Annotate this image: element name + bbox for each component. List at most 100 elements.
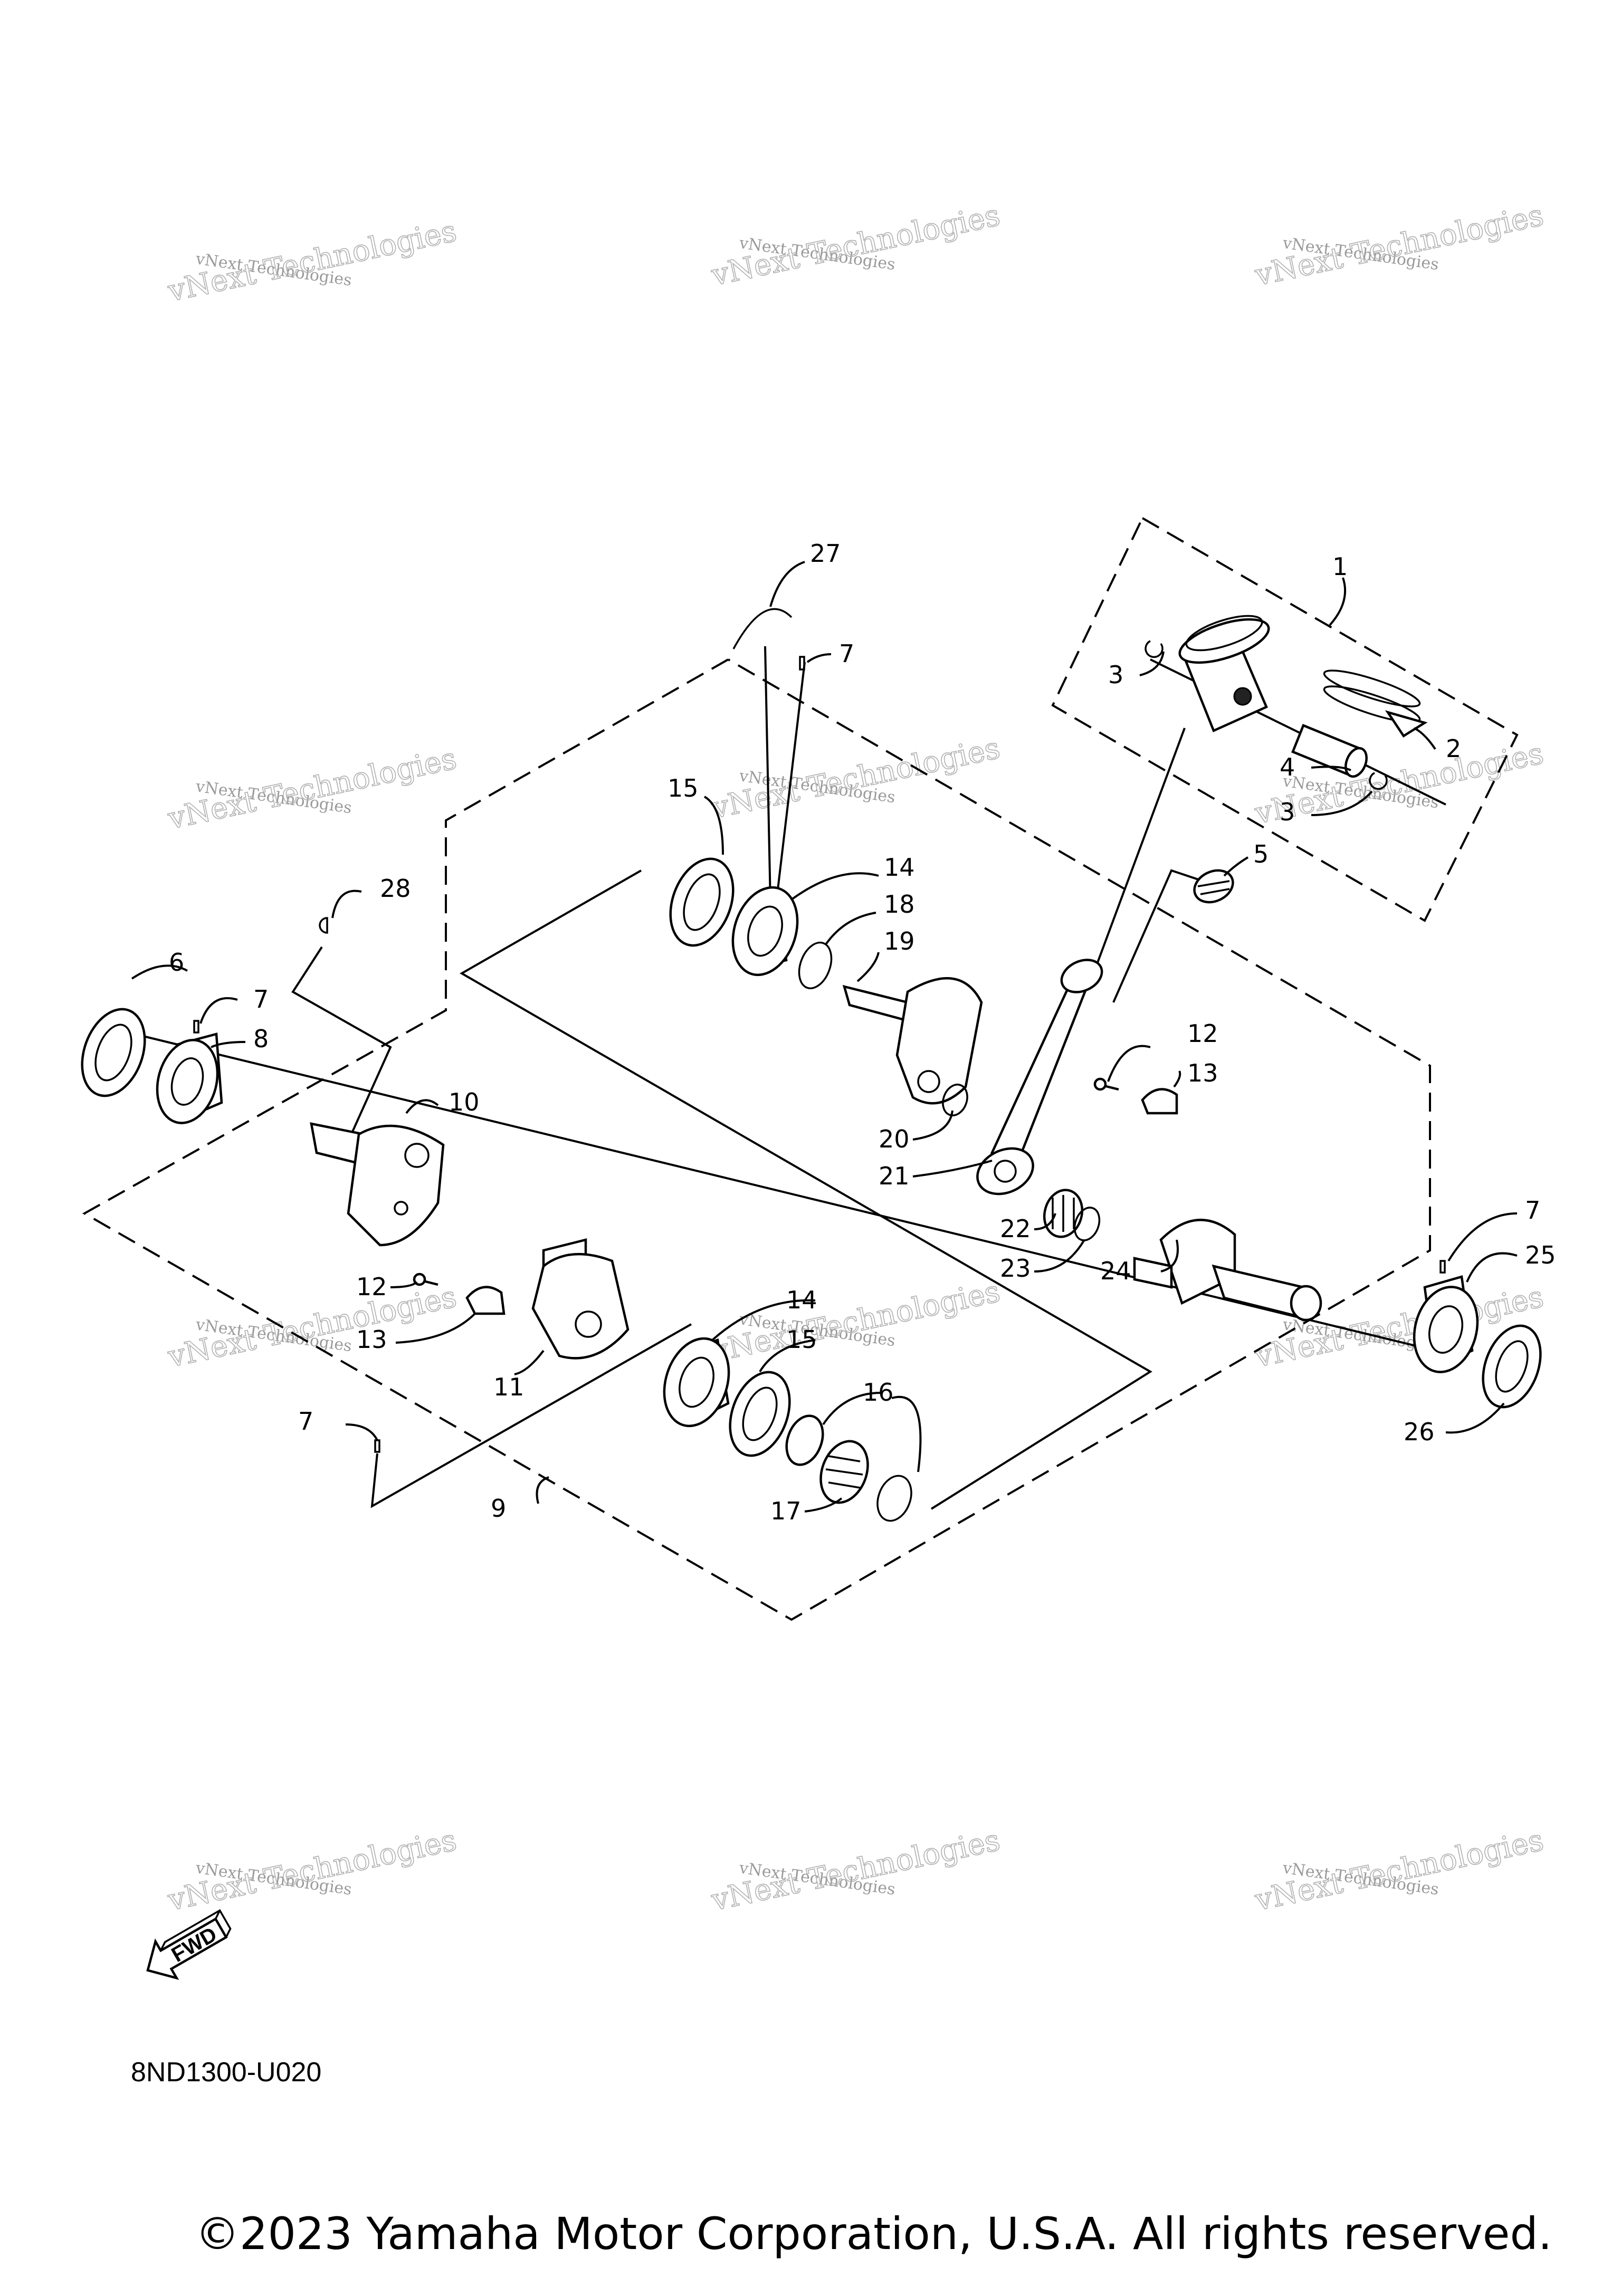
crankshaft-subassembly-outline <box>459 869 1152 1510</box>
callout-6: 6 <box>169 948 184 977</box>
circlip-27-leader <box>764 646 771 903</box>
callout-27: 27 <box>810 539 841 568</box>
callout-1: 1 <box>1332 552 1348 581</box>
bearing-right <box>1413 1275 1479 1373</box>
gear-17 <box>819 1440 869 1504</box>
callout-14-bottom: 14 <box>786 1286 817 1314</box>
callout-13-left: 13 <box>356 1325 387 1354</box>
key-28-leader <box>291 946 392 1153</box>
crank-half-right-upper <box>842 977 983 1105</box>
pin-bottom <box>374 1439 380 1453</box>
piston <box>1178 615 1270 733</box>
piston-pin <box>1291 724 1368 778</box>
watermark: vNext Technologies vNext Technologies <box>708 1274 1003 1370</box>
callout-11: 11 <box>493 1373 525 1401</box>
fwd-arrow-icon: FWD <box>146 1909 232 1980</box>
collar-16 <box>785 1414 824 1466</box>
piston-kit-outline <box>1051 516 1519 922</box>
connecting-rod-line <box>1089 728 1186 984</box>
callout-21: 21 <box>879 1162 910 1190</box>
callout-12-right: 12 <box>1187 1019 1218 1048</box>
callout-10: 10 <box>449 1088 480 1116</box>
crank-half-right-lower <box>1133 1219 1322 1322</box>
pin-7-top-leader <box>775 662 806 908</box>
washer-20 <box>942 1084 968 1116</box>
watermark: vNext Technologies vNext Technologies <box>708 1823 1003 1918</box>
crank-half-left-upper <box>310 1122 445 1247</box>
watermark: vNext Technologies vNext Technologies <box>708 731 1003 826</box>
watermark: vNext Technologies vNext Technologies <box>164 1823 460 1918</box>
callout-3-top: 3 <box>1108 661 1123 689</box>
callout-15-top: 15 <box>668 774 699 802</box>
crank-axis-line <box>134 1033 1436 1352</box>
watermarks: vNext Technologies vNext Technologies vN… <box>164 198 1547 1918</box>
callout-23: 23 <box>1000 1254 1031 1283</box>
callout-14-top: 14 <box>884 853 915 882</box>
o-ring-18 <box>798 941 833 990</box>
callout-3-bottom: 3 <box>1280 798 1295 826</box>
callout-4: 4 <box>1280 753 1295 781</box>
callout-24: 24 <box>1100 1257 1131 1285</box>
piston-rings <box>1323 669 1428 738</box>
weight-left <box>465 1286 506 1315</box>
callout-7-right: 7 <box>1525 1196 1540 1224</box>
oil-seal-right <box>1482 1324 1542 1409</box>
pin-right <box>1439 1260 1446 1274</box>
callout-2: 2 <box>1446 734 1461 763</box>
callout-18: 18 <box>884 890 915 919</box>
callout-17: 17 <box>770 1497 802 1525</box>
fwd-label: FWD <box>168 1922 221 1967</box>
callout-26: 26 <box>1404 1418 1435 1446</box>
leader-lines <box>134 646 1446 1510</box>
piston-pin-clips <box>1145 640 1388 790</box>
callout-15-bottom: 15 <box>786 1325 817 1354</box>
copyright-notice: ©2023 Yamaha Motor Corporation, U.S.A. A… <box>195 2208 1552 2260</box>
callout-9: 9 <box>491 1494 506 1523</box>
big-end-bearing <box>1043 1189 1084 1238</box>
screw-right <box>1093 1077 1119 1091</box>
pin-left <box>193 1020 199 1034</box>
callout-7-bottom: 7 <box>298 1407 313 1436</box>
washer-23 <box>1073 1207 1101 1241</box>
callout-12-left: 12 <box>356 1273 387 1301</box>
o-ring-16 <box>876 1475 912 1522</box>
watermark: vNext Technologies vNext Technologies <box>164 1279 460 1375</box>
oil-seal-left <box>81 1008 146 1097</box>
callout-22: 22 <box>1000 1214 1031 1243</box>
callout-5: 5 <box>1253 840 1269 868</box>
watermark: vNext Technologies vNext Technologies <box>1251 198 1547 293</box>
watermark: vNext Technologies vNext Technologies <box>1251 1823 1547 1918</box>
pin-7-bottom-leader <box>370 1323 692 1508</box>
callout-7-top: 7 <box>839 639 854 668</box>
watermark: vNext Technologies vNext Technologies <box>708 198 1003 293</box>
callout-28: 28 <box>380 874 411 903</box>
bearing-left <box>156 1032 223 1124</box>
group-outlines <box>82 516 1519 1621</box>
circlip-27 <box>732 608 793 649</box>
watermark: vNext Technologies vNext Technologies <box>164 214 460 309</box>
diagram-code: 8ND1300-U020 <box>131 2057 322 2088</box>
oil-seal-top <box>669 857 735 947</box>
connecting-rod <box>976 959 1103 1195</box>
callout-13-right: 13 <box>1187 1059 1218 1087</box>
bearing-top <box>731 886 799 977</box>
callout-16: 16 <box>863 1378 894 1407</box>
pin-top <box>799 656 805 671</box>
callout-7-left: 7 <box>253 985 269 1013</box>
callout-20: 20 <box>879 1125 910 1153</box>
callout-leaders <box>131 561 1518 1513</box>
bearing-bottom <box>663 1337 730 1428</box>
screw-left <box>413 1273 438 1286</box>
callout-19: 19 <box>884 927 915 955</box>
weight-right <box>1141 1088 1178 1115</box>
small-end-bearing <box>1193 869 1234 904</box>
oil-seal-bottom <box>729 1371 791 1457</box>
key-28 <box>319 917 328 934</box>
crank-half-left-lower <box>531 1238 630 1360</box>
callout-numbers: 1 2 3 4 3 5 27 7 15 14 18 19 12 13 20 21… <box>169 539 1556 1525</box>
crankshaft-assembly-outline <box>82 658 1431 1621</box>
callout-25: 25 <box>1525 1241 1556 1269</box>
callout-8: 8 <box>253 1025 269 1053</box>
watermark: vNext Technologies vNext Technologies <box>164 741 460 837</box>
